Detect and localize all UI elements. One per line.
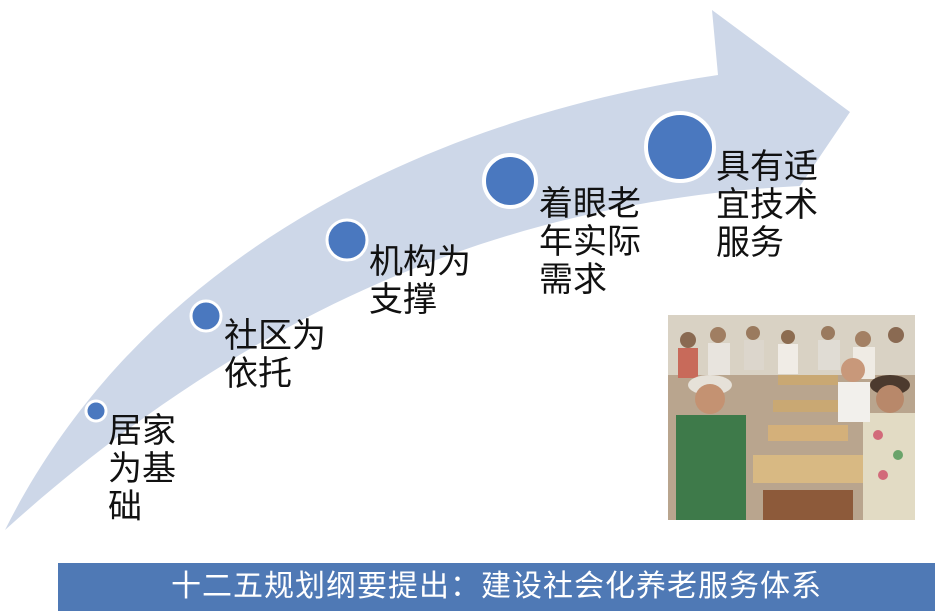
step-dot-4: [482, 153, 538, 209]
step-label-4: 着眼老年实际需求: [539, 184, 641, 300]
elderly-chess-photo: [668, 315, 915, 520]
progress-arrow: [5, 10, 850, 530]
step-label-1: 居家为基础: [108, 411, 176, 527]
step-label-5: 具有适宜技术服务: [716, 147, 818, 263]
step-label-2: 社区为依托: [224, 316, 326, 394]
step-dot-1: [84, 399, 108, 423]
step-dot-3: [325, 218, 369, 262]
summary-banner: 十二五规划纲要提出：建设社会化养老服务体系: [58, 563, 935, 611]
step-label-3: 机构为支撑: [369, 242, 471, 320]
step-dot-2: [189, 299, 223, 333]
step-dot-5: [644, 111, 716, 183]
